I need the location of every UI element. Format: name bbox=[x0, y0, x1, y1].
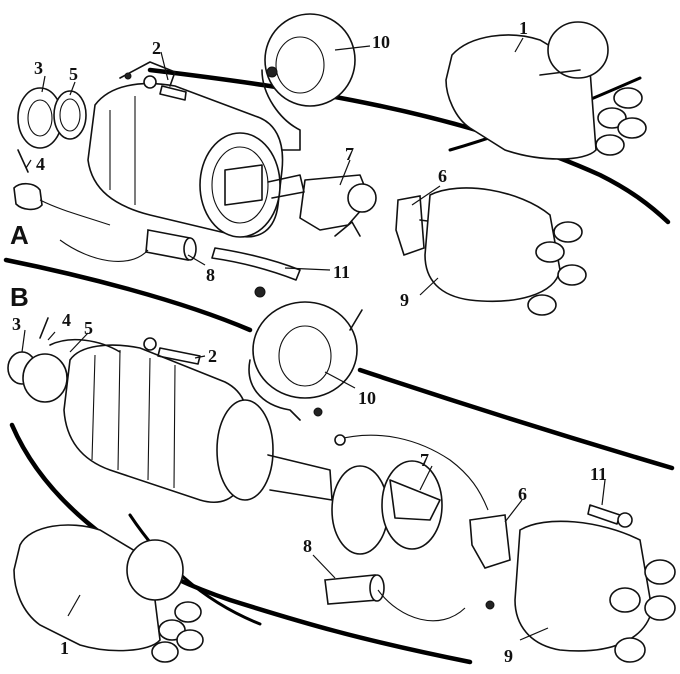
distributor-body-b bbox=[63, 344, 333, 503]
assembly-b bbox=[7, 286, 676, 663]
callout-a-3: 3 bbox=[34, 58, 43, 78]
divider-line-bottom-inner bbox=[128, 513, 262, 626]
vacuum-unit-b bbox=[248, 286, 363, 421]
assembly-a bbox=[13, 13, 647, 316]
section-label-b: B bbox=[10, 282, 29, 312]
vacuum-unit-a bbox=[261, 13, 356, 151]
callout-a-10: 10 bbox=[372, 32, 390, 52]
callout-b-8: 8 bbox=[303, 536, 312, 556]
callout-a-7: 7 bbox=[345, 144, 354, 164]
callout-b-10: 10 bbox=[358, 388, 376, 408]
callout-a-6: 6 bbox=[438, 166, 447, 186]
leaders-a bbox=[25, 37, 524, 296]
callout-b-6: 6 bbox=[518, 484, 527, 504]
condenser-b bbox=[324, 574, 495, 622]
distributor-cap-a bbox=[424, 187, 587, 316]
callout-b-4: 4 bbox=[62, 310, 71, 330]
callout-b-2: 2 bbox=[208, 346, 217, 366]
section-label-a: A bbox=[10, 220, 29, 250]
divider-line-middle bbox=[3, 257, 253, 333]
callout-b-3: 3 bbox=[12, 314, 21, 334]
callout-a-2: 2 bbox=[152, 38, 161, 58]
seal-rings-b bbox=[7, 317, 121, 403]
callout-b-11: 11 bbox=[590, 464, 607, 484]
rotor-b bbox=[469, 514, 511, 569]
callout-a-1: 1 bbox=[519, 18, 528, 38]
callout-b-7: 7 bbox=[420, 450, 429, 470]
breaker-plate-b bbox=[331, 434, 489, 555]
spring-clip-a bbox=[211, 247, 301, 281]
seal-rings-a bbox=[13, 87, 111, 226]
screw-a bbox=[143, 75, 187, 101]
condenser-a bbox=[59, 229, 197, 262]
divider-line-middle-right bbox=[357, 367, 675, 471]
callout-b-1: 1 bbox=[60, 638, 69, 658]
callout-a-9: 9 bbox=[400, 290, 409, 310]
distributor-cap-b bbox=[514, 520, 676, 663]
callout-b-5: 5 bbox=[84, 318, 93, 338]
assembled-distributor-b bbox=[13, 524, 204, 663]
callout-a-4: 4 bbox=[36, 154, 45, 174]
callout-b-9: 9 bbox=[504, 646, 513, 666]
breaker-plate-a bbox=[299, 174, 377, 237]
callout-a-11: 11 bbox=[333, 262, 350, 282]
callout-a-5: 5 bbox=[69, 64, 78, 84]
screw-b bbox=[143, 337, 201, 365]
distributor-body-a bbox=[87, 61, 305, 238]
cap-screw-b bbox=[587, 504, 633, 528]
assembled-distributor-a bbox=[445, 21, 647, 160]
divider-line-bottom bbox=[9, 422, 473, 665]
leaders-b bbox=[21, 329, 606, 641]
callout-a-8: 8 bbox=[206, 265, 215, 285]
